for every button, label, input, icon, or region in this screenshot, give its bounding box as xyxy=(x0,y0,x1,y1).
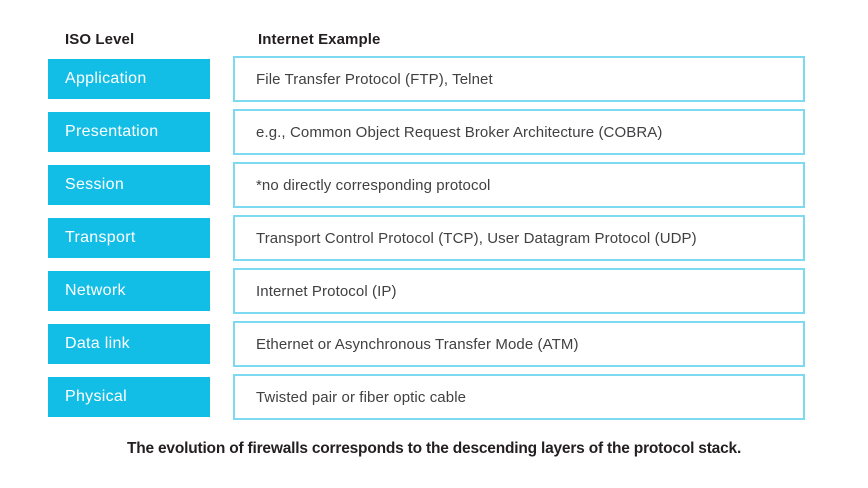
internet-example-box: e.g., Common Object Request Broker Archi… xyxy=(233,109,805,155)
iso-level-box: Data link xyxy=(48,324,210,364)
table-row: Data link Ethernet or Asynchronous Trans… xyxy=(48,321,805,367)
table-row: Network Internet Protocol (IP) xyxy=(48,268,805,314)
internet-example-box: Internet Protocol (IP) xyxy=(233,268,805,314)
figure-caption: The evolution of firewalls corresponds t… xyxy=(126,440,742,457)
column-headers: ISO Level Internet Example xyxy=(0,0,868,49)
table-row: Physical Twisted pair or fiber optic cab… xyxy=(48,374,805,420)
iso-level-box: Session xyxy=(48,165,210,205)
column-header-internet-example: Internet Example xyxy=(258,31,381,48)
internet-example-box: *no directly corresponding protocol xyxy=(233,162,805,208)
internet-example-box: File Transfer Protocol (FTP), Telnet xyxy=(233,56,805,102)
table-row: Transport Transport Control Protocol (TC… xyxy=(48,215,805,261)
table-row: Application File Transfer Protocol (FTP)… xyxy=(48,56,805,102)
table-row: Session *no directly corresponding proto… xyxy=(48,162,805,208)
internet-example-box: Twisted pair or fiber optic cable xyxy=(233,374,805,420)
iso-level-box: Transport xyxy=(48,218,210,258)
column-header-iso-level: ISO Level xyxy=(65,31,135,48)
internet-example-box: Ethernet or Asynchronous Transfer Mode (… xyxy=(233,321,805,367)
protocol-table-body: Application File Transfer Protocol (FTP)… xyxy=(0,56,868,420)
iso-level-box: Physical xyxy=(48,377,210,417)
iso-level-box: Application xyxy=(48,59,210,99)
table-row: Presentation e.g., Common Object Request… xyxy=(48,109,805,155)
internet-example-box: Transport Control Protocol (TCP), User D… xyxy=(233,215,805,261)
iso-level-box: Network xyxy=(48,271,210,311)
iso-level-box: Presentation xyxy=(48,112,210,152)
